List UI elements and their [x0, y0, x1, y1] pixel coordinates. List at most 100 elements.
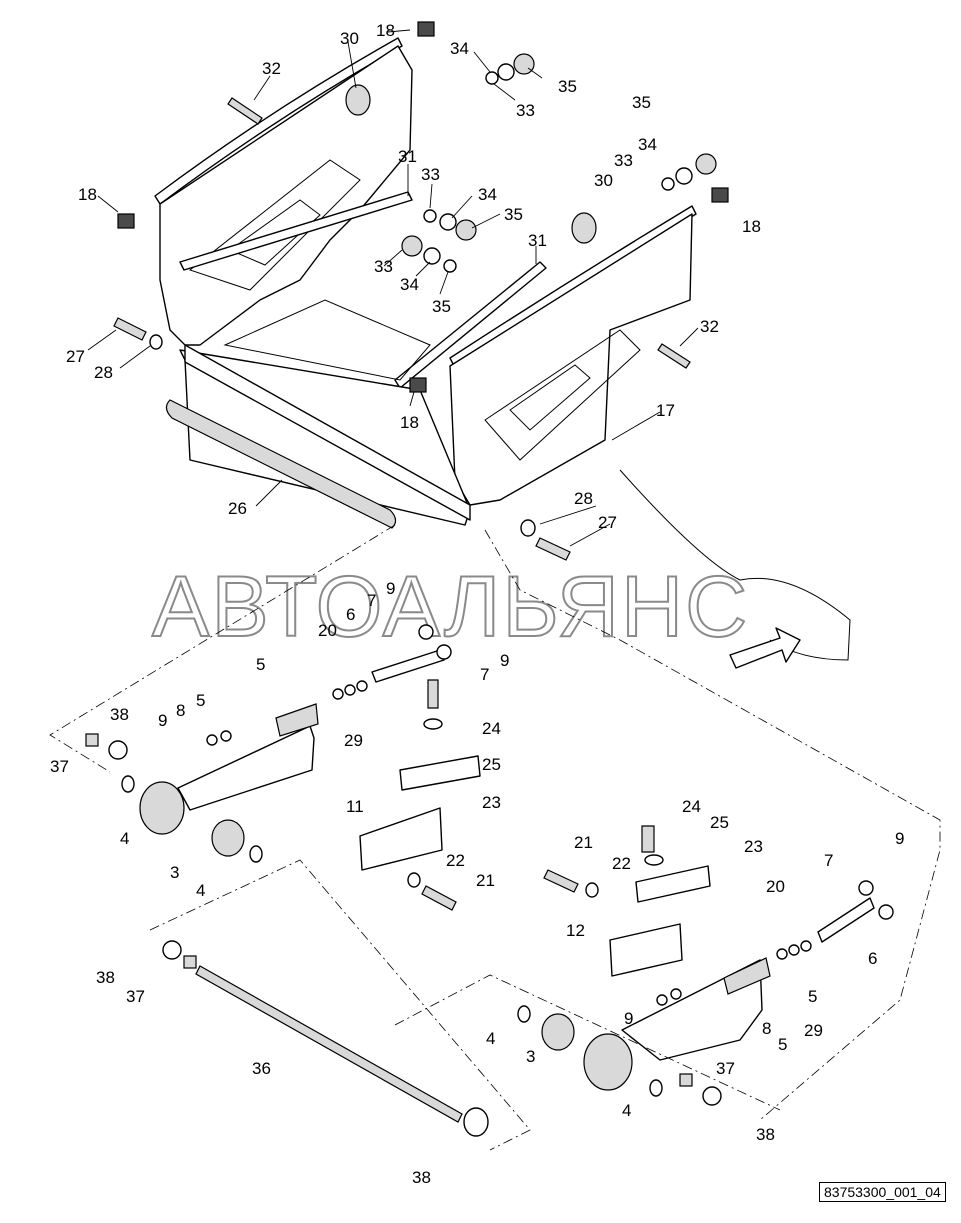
callout-21: 21 [476, 871, 495, 890]
callout-38: 38 [756, 1125, 775, 1144]
callout-24: 24 [482, 719, 501, 738]
bolt-32-left [227, 97, 263, 125]
pin-5-right [723, 957, 771, 995]
callout-37: 37 [716, 1059, 735, 1078]
washer-20-d [776, 948, 788, 960]
nut-34-c [423, 247, 441, 265]
left-side-plate [159, 45, 413, 346]
cap-18-b [117, 213, 135, 229]
callout-35: 35 [558, 77, 577, 96]
ring-9-left [206, 734, 218, 746]
ring-4-b [249, 845, 263, 863]
callout-8: 8 [762, 1019, 771, 1038]
ref-line-a [49, 524, 396, 773]
callout-27: 27 [598, 513, 617, 532]
nut-37-c [183, 955, 197, 969]
bushing-3-large-left [139, 781, 185, 835]
leader-lines [87, 29, 699, 547]
callout-28: 28 [574, 489, 593, 508]
callout-31: 31 [398, 147, 417, 166]
cross-bar-31-upper [179, 191, 413, 271]
roller-7-b [436, 644, 452, 660]
callout-34: 34 [450, 39, 469, 58]
callout-27: 27 [66, 347, 85, 366]
shaft-36-group [162, 940, 489, 1137]
washer-8-right [670, 988, 682, 1000]
plate-23-left [399, 755, 481, 791]
drawing-id-label: 83753300_001_04 [819, 1182, 946, 1202]
left-plate-cutout [188, 159, 361, 291]
washer-38-a [108, 740, 128, 760]
bolt-27-right [535, 537, 571, 561]
washer-33-d [661, 177, 675, 191]
callout-34: 34 [478, 185, 497, 204]
roller-7-c [858, 880, 874, 896]
callout-32: 32 [700, 317, 719, 336]
washer-8-left [220, 730, 232, 742]
callout-33: 33 [614, 151, 633, 170]
cap-18-d [409, 377, 427, 393]
callout-33: 33 [421, 165, 440, 184]
callout-29: 29 [804, 1021, 823, 1040]
washer-38-b [702, 1086, 722, 1106]
bolt-24-right [641, 825, 655, 853]
callout-29: 29 [344, 731, 363, 750]
callout-3: 3 [526, 1047, 535, 1066]
ring-4-d [649, 1079, 663, 1097]
right-hinge-assembly [517, 825, 894, 1106]
roller-7-a [418, 624, 434, 640]
washer-33-a [485, 71, 499, 85]
callout-9: 9 [624, 1009, 633, 1028]
nut-34-d [675, 167, 693, 185]
bushing-3-small-left [211, 819, 245, 857]
callout-24: 24 [682, 797, 701, 816]
callout-26: 26 [228, 499, 247, 518]
nut-37-b [679, 1073, 693, 1087]
washer-20-f [800, 940, 812, 952]
ring-4-a [121, 775, 135, 793]
washer-33-b [423, 209, 437, 223]
cap-18-c [711, 187, 729, 203]
callout-20: 20 [318, 621, 337, 640]
callout-37: 37 [126, 987, 145, 1006]
callout-28: 28 [94, 363, 113, 382]
cap-18-a [417, 21, 435, 37]
cap-nut-35-d [695, 153, 717, 175]
washer-20-a [332, 688, 344, 700]
callout-23: 23 [744, 837, 763, 856]
callout-33: 33 [516, 101, 535, 120]
shaft-6-right [817, 897, 875, 943]
callout-37: 37 [50, 757, 69, 776]
cross-bar-31-lower [394, 261, 547, 389]
callout-34: 34 [638, 135, 657, 154]
ref-line-b [484, 529, 941, 1121]
callout-7: 7 [824, 851, 833, 870]
washer-20-e [788, 944, 800, 956]
right-plate-cutout [484, 329, 641, 461]
callout-9: 9 [386, 579, 395, 598]
callout-30: 30 [340, 29, 359, 48]
cap-nut-35-a [513, 53, 535, 75]
callout-25: 25 [710, 813, 729, 832]
bumper-30-right [571, 212, 597, 244]
plate-23-right [635, 865, 711, 903]
callout-20: 20 [766, 877, 785, 896]
washer-20-b [344, 684, 356, 696]
washer-25-right [644, 854, 664, 866]
callout-labels: 1830343533323118333435333435301835343331… [50, 21, 904, 1187]
callout-17: 17 [656, 401, 675, 420]
callout-5: 5 [196, 691, 205, 710]
callout-5: 5 [808, 987, 817, 1006]
bracket-29-left [177, 725, 315, 811]
callout-22: 22 [446, 851, 465, 870]
nut-37-a [85, 733, 99, 747]
nut-34-a [497, 63, 515, 81]
roller-26 [165, 399, 397, 529]
right-side-plate [449, 213, 693, 506]
washer-38-d [463, 1107, 489, 1137]
washer-22-left [407, 872, 421, 888]
callout-12: 12 [566, 921, 585, 940]
callout-36: 36 [252, 1059, 271, 1078]
